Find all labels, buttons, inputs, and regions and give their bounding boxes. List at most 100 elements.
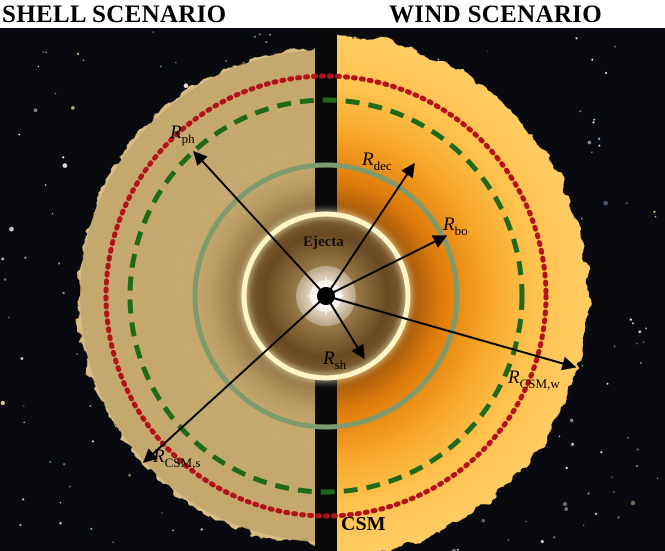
star [587, 492, 590, 495]
r-dec-label: Rdec [361, 149, 392, 173]
star [253, 35, 256, 38]
star [225, 60, 227, 62]
shell-scenario-heading: SHELL SCENARIO [2, 1, 227, 28]
star [642, 341, 645, 344]
arrow-r-csm-w [325, 295, 577, 371]
photosphere-ring [103, 73, 549, 519]
deceleration-ring [127, 97, 525, 495]
star [581, 364, 584, 367]
star [629, 318, 632, 321]
star [172, 529, 174, 532]
star [639, 362, 642, 364]
star [645, 327, 647, 330]
star [89, 405, 92, 407]
star [597, 137, 601, 140]
star [627, 437, 629, 439]
star [77, 52, 80, 55]
ejecta-label: Ejecta [303, 234, 344, 250]
star [559, 176, 563, 180]
star [54, 92, 57, 95]
star [183, 83, 189, 89]
star [265, 40, 268, 44]
star [575, 37, 578, 40]
star [481, 518, 486, 523]
star [59, 502, 61, 504]
arrow-r-dec [325, 162, 415, 297]
star [564, 507, 568, 511]
star [452, 548, 456, 551]
star [22, 498, 25, 501]
star [625, 202, 628, 205]
star [614, 45, 616, 48]
star [600, 451, 603, 454]
star [33, 108, 38, 113]
shock-ring [241, 211, 411, 381]
star [590, 151, 593, 154]
star [62, 163, 68, 168]
star [598, 144, 601, 147]
star [20, 357, 24, 360]
star [62, 462, 66, 466]
star [587, 140, 592, 145]
star [91, 440, 95, 443]
star [632, 322, 634, 325]
star [90, 527, 93, 530]
star [558, 435, 561, 438]
r-csm-s-label: RCSM,s [152, 446, 200, 470]
star [45, 51, 48, 54]
star [161, 512, 163, 514]
star [553, 536, 556, 539]
star [507, 539, 510, 541]
star [52, 213, 54, 215]
star [540, 540, 544, 543]
star [571, 443, 574, 445]
r-csm-w-label: RCSM,w [507, 367, 560, 391]
star [595, 512, 598, 516]
r-sh-label: Rsh [322, 348, 347, 372]
star [76, 353, 78, 355]
star [636, 465, 638, 467]
breakout-ring [192, 162, 460, 430]
star [37, 65, 40, 68]
star [569, 418, 574, 423]
star [82, 59, 85, 62]
star [580, 217, 583, 220]
star [8, 316, 10, 319]
arrow-r-csm-s [142, 295, 327, 463]
star [591, 58, 594, 61]
star [112, 541, 114, 543]
header: SHELL SCENARIO WIND SCENARIO [0, 0, 665, 28]
star [24, 256, 27, 259]
arrow-r-bo [325, 235, 448, 297]
star [259, 33, 261, 36]
radius-arrows [142, 150, 577, 463]
star [59, 522, 62, 525]
star [62, 291, 65, 295]
star [62, 156, 65, 159]
star [200, 528, 203, 531]
r-bo-label: Rbo [442, 214, 468, 238]
star [128, 473, 132, 477]
star [592, 121, 595, 124]
star [9, 226, 14, 232]
star [611, 476, 614, 479]
star [22, 405, 25, 408]
star [71, 106, 75, 110]
star [654, 215, 657, 218]
star [175, 61, 177, 64]
star [19, 524, 22, 527]
star [638, 330, 642, 334]
star [269, 33, 272, 36]
star [525, 520, 527, 523]
csm-label: CSM [341, 513, 386, 535]
star [604, 71, 608, 75]
star [613, 491, 615, 493]
star [656, 477, 659, 480]
diagram: Ejecta CSM Rph Rdec Rbo Rsh RCSM,s RCSM,… [0, 28, 665, 551]
center-point [317, 287, 335, 305]
star [160, 65, 162, 68]
star [617, 516, 620, 519]
star [636, 342, 638, 345]
star [68, 485, 71, 488]
star [42, 51, 45, 53]
